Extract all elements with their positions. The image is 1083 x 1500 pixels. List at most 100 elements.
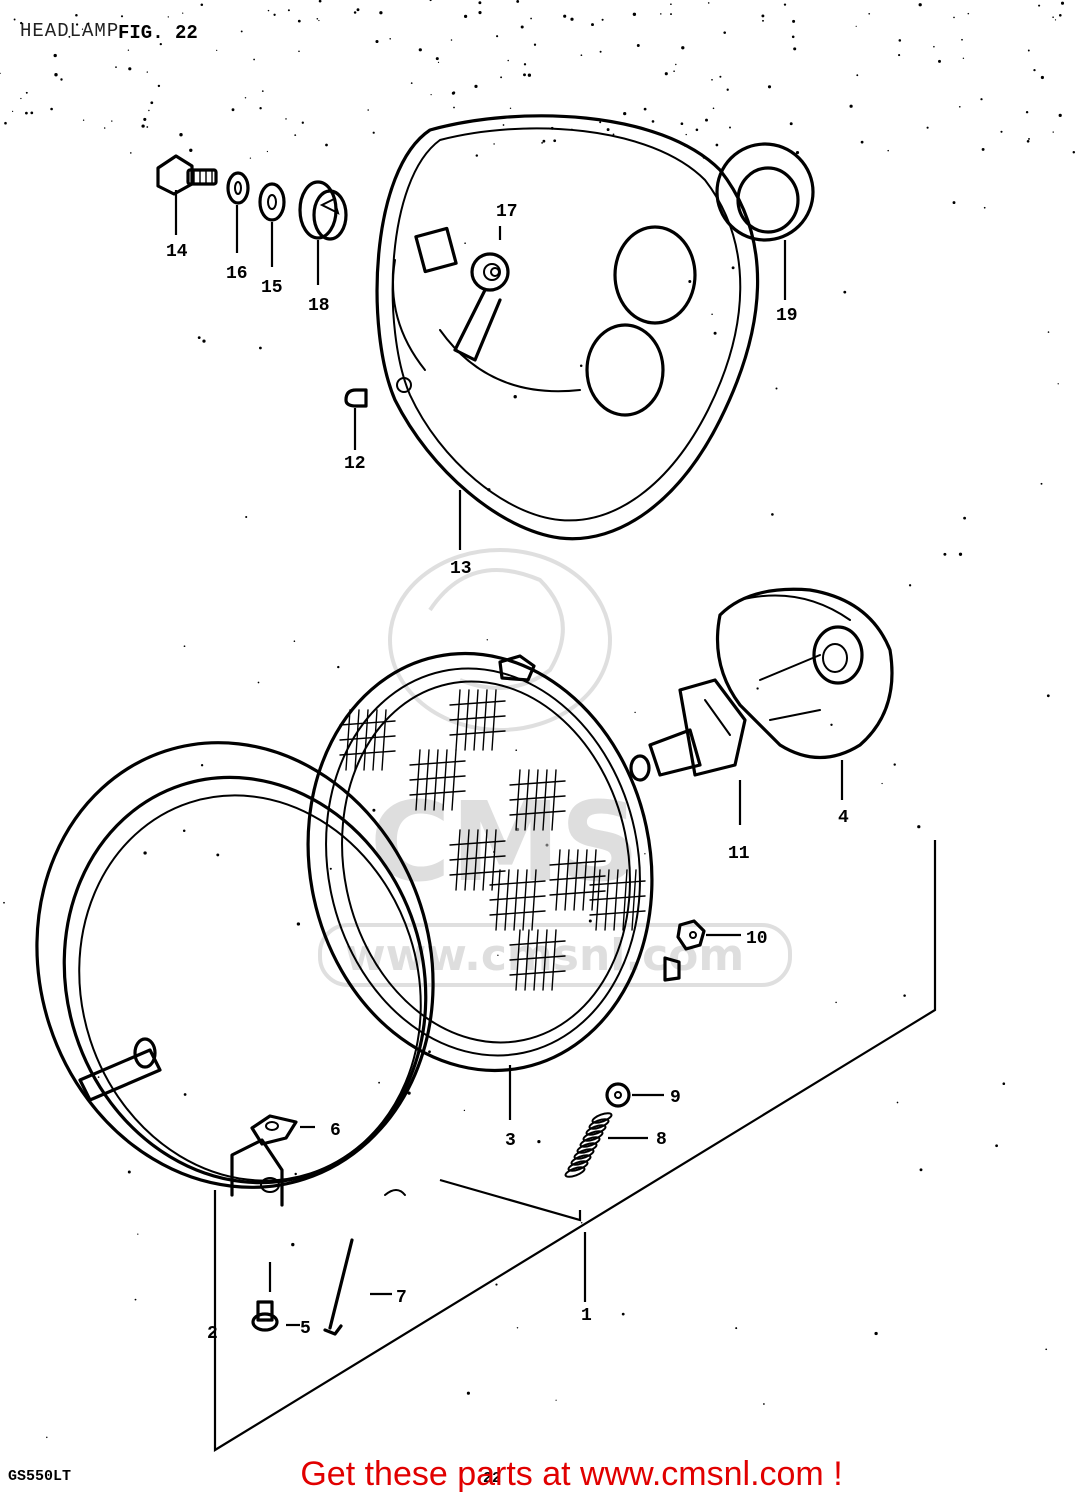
speck [128, 67, 132, 71]
speck [13, 18, 16, 21]
speck [127, 1170, 131, 1174]
speck [775, 387, 778, 390]
speck [478, 1, 482, 5]
spring-coil [564, 1166, 586, 1178]
spring-coil [585, 1124, 607, 1136]
speck [1002, 1082, 1006, 1085]
speck [486, 639, 488, 641]
speck [179, 133, 183, 137]
speck [685, 133, 687, 136]
callout-7: 7 [396, 1288, 407, 1308]
speck [1047, 331, 1050, 333]
speck [375, 39, 379, 44]
part-10-nut [676, 919, 706, 951]
speck [680, 122, 684, 126]
callout-14: 14 [166, 242, 188, 262]
speck [146, 71, 148, 73]
speck [137, 1233, 139, 1235]
speck [68, 35, 71, 38]
speck [316, 18, 319, 20]
speck [843, 290, 847, 294]
speck [791, 35, 795, 39]
page-number: 22 [483, 1470, 502, 1487]
speck [579, 364, 583, 368]
speck [150, 101, 154, 105]
speck [301, 121, 304, 124]
lens-hatch-line [509, 955, 566, 961]
speck [1040, 75, 1044, 80]
speck [463, 14, 468, 19]
spring-coil [567, 1160, 589, 1172]
speck [855, 25, 857, 27]
speck [259, 107, 262, 110]
callout-18: 18 [308, 296, 330, 316]
speck [75, 23, 79, 26]
speck [115, 66, 117, 68]
speck [493, 143, 495, 145]
promo-link[interactable]: Get these parts at www.cmsnl.com ! [300, 1455, 843, 1493]
speck [926, 126, 929, 129]
speck [636, 44, 640, 47]
speck [707, 2, 710, 4]
speck [183, 1093, 187, 1096]
speck [418, 48, 422, 52]
part-7-long-screw [323, 1238, 354, 1336]
speck [372, 131, 375, 134]
speck [523, 73, 526, 77]
speck [435, 57, 439, 61]
speck [293, 640, 296, 642]
speck [919, 1168, 923, 1172]
speck [515, 749, 518, 752]
speck [835, 1001, 837, 1004]
speck [868, 12, 871, 15]
speck [580, 54, 583, 57]
speck [1052, 16, 1054, 18]
speck [266, 150, 269, 153]
speck [980, 98, 983, 101]
lens-hatch-line [491, 689, 497, 751]
speck [146, 126, 149, 128]
speck [159, 42, 162, 46]
speck [378, 1081, 380, 1084]
speck [25, 111, 28, 115]
speck [705, 118, 708, 122]
lens-hatch-line [582, 849, 588, 911]
speck [267, 9, 270, 12]
speck [1058, 113, 1062, 117]
speck [713, 331, 717, 335]
speck [81, 28, 84, 30]
speck [1045, 1348, 1048, 1351]
speck [182, 829, 186, 832]
speck [580, 1221, 583, 1224]
speck [200, 3, 204, 6]
part-17-screw [490, 267, 500, 277]
lens-hatch-line [491, 829, 497, 891]
lens-hatch-line [464, 829, 470, 891]
speck [3, 901, 5, 904]
lens-hatch-line [509, 970, 566, 976]
speck [297, 19, 301, 23]
speck [516, 1327, 519, 1329]
speck [849, 104, 853, 108]
lens-hatch-line [449, 870, 506, 876]
speck [588, 919, 592, 923]
speck [688, 280, 692, 283]
speck [644, 853, 646, 855]
speck [245, 515, 248, 519]
speck [353, 11, 357, 14]
lens-hatch-line [549, 890, 606, 896]
speck [189, 148, 193, 152]
speck [183, 645, 186, 648]
speck [553, 139, 557, 143]
speck [200, 764, 204, 767]
part-2-rim [35, 741, 435, 1207]
speck [545, 843, 549, 847]
speck [148, 109, 150, 112]
callout-5: 5 [300, 1319, 311, 1339]
lens-hatch-line [449, 855, 506, 861]
speck [712, 107, 715, 110]
lens-hatch-line [542, 769, 548, 831]
speck [25, 91, 28, 94]
speck [1038, 4, 1041, 7]
